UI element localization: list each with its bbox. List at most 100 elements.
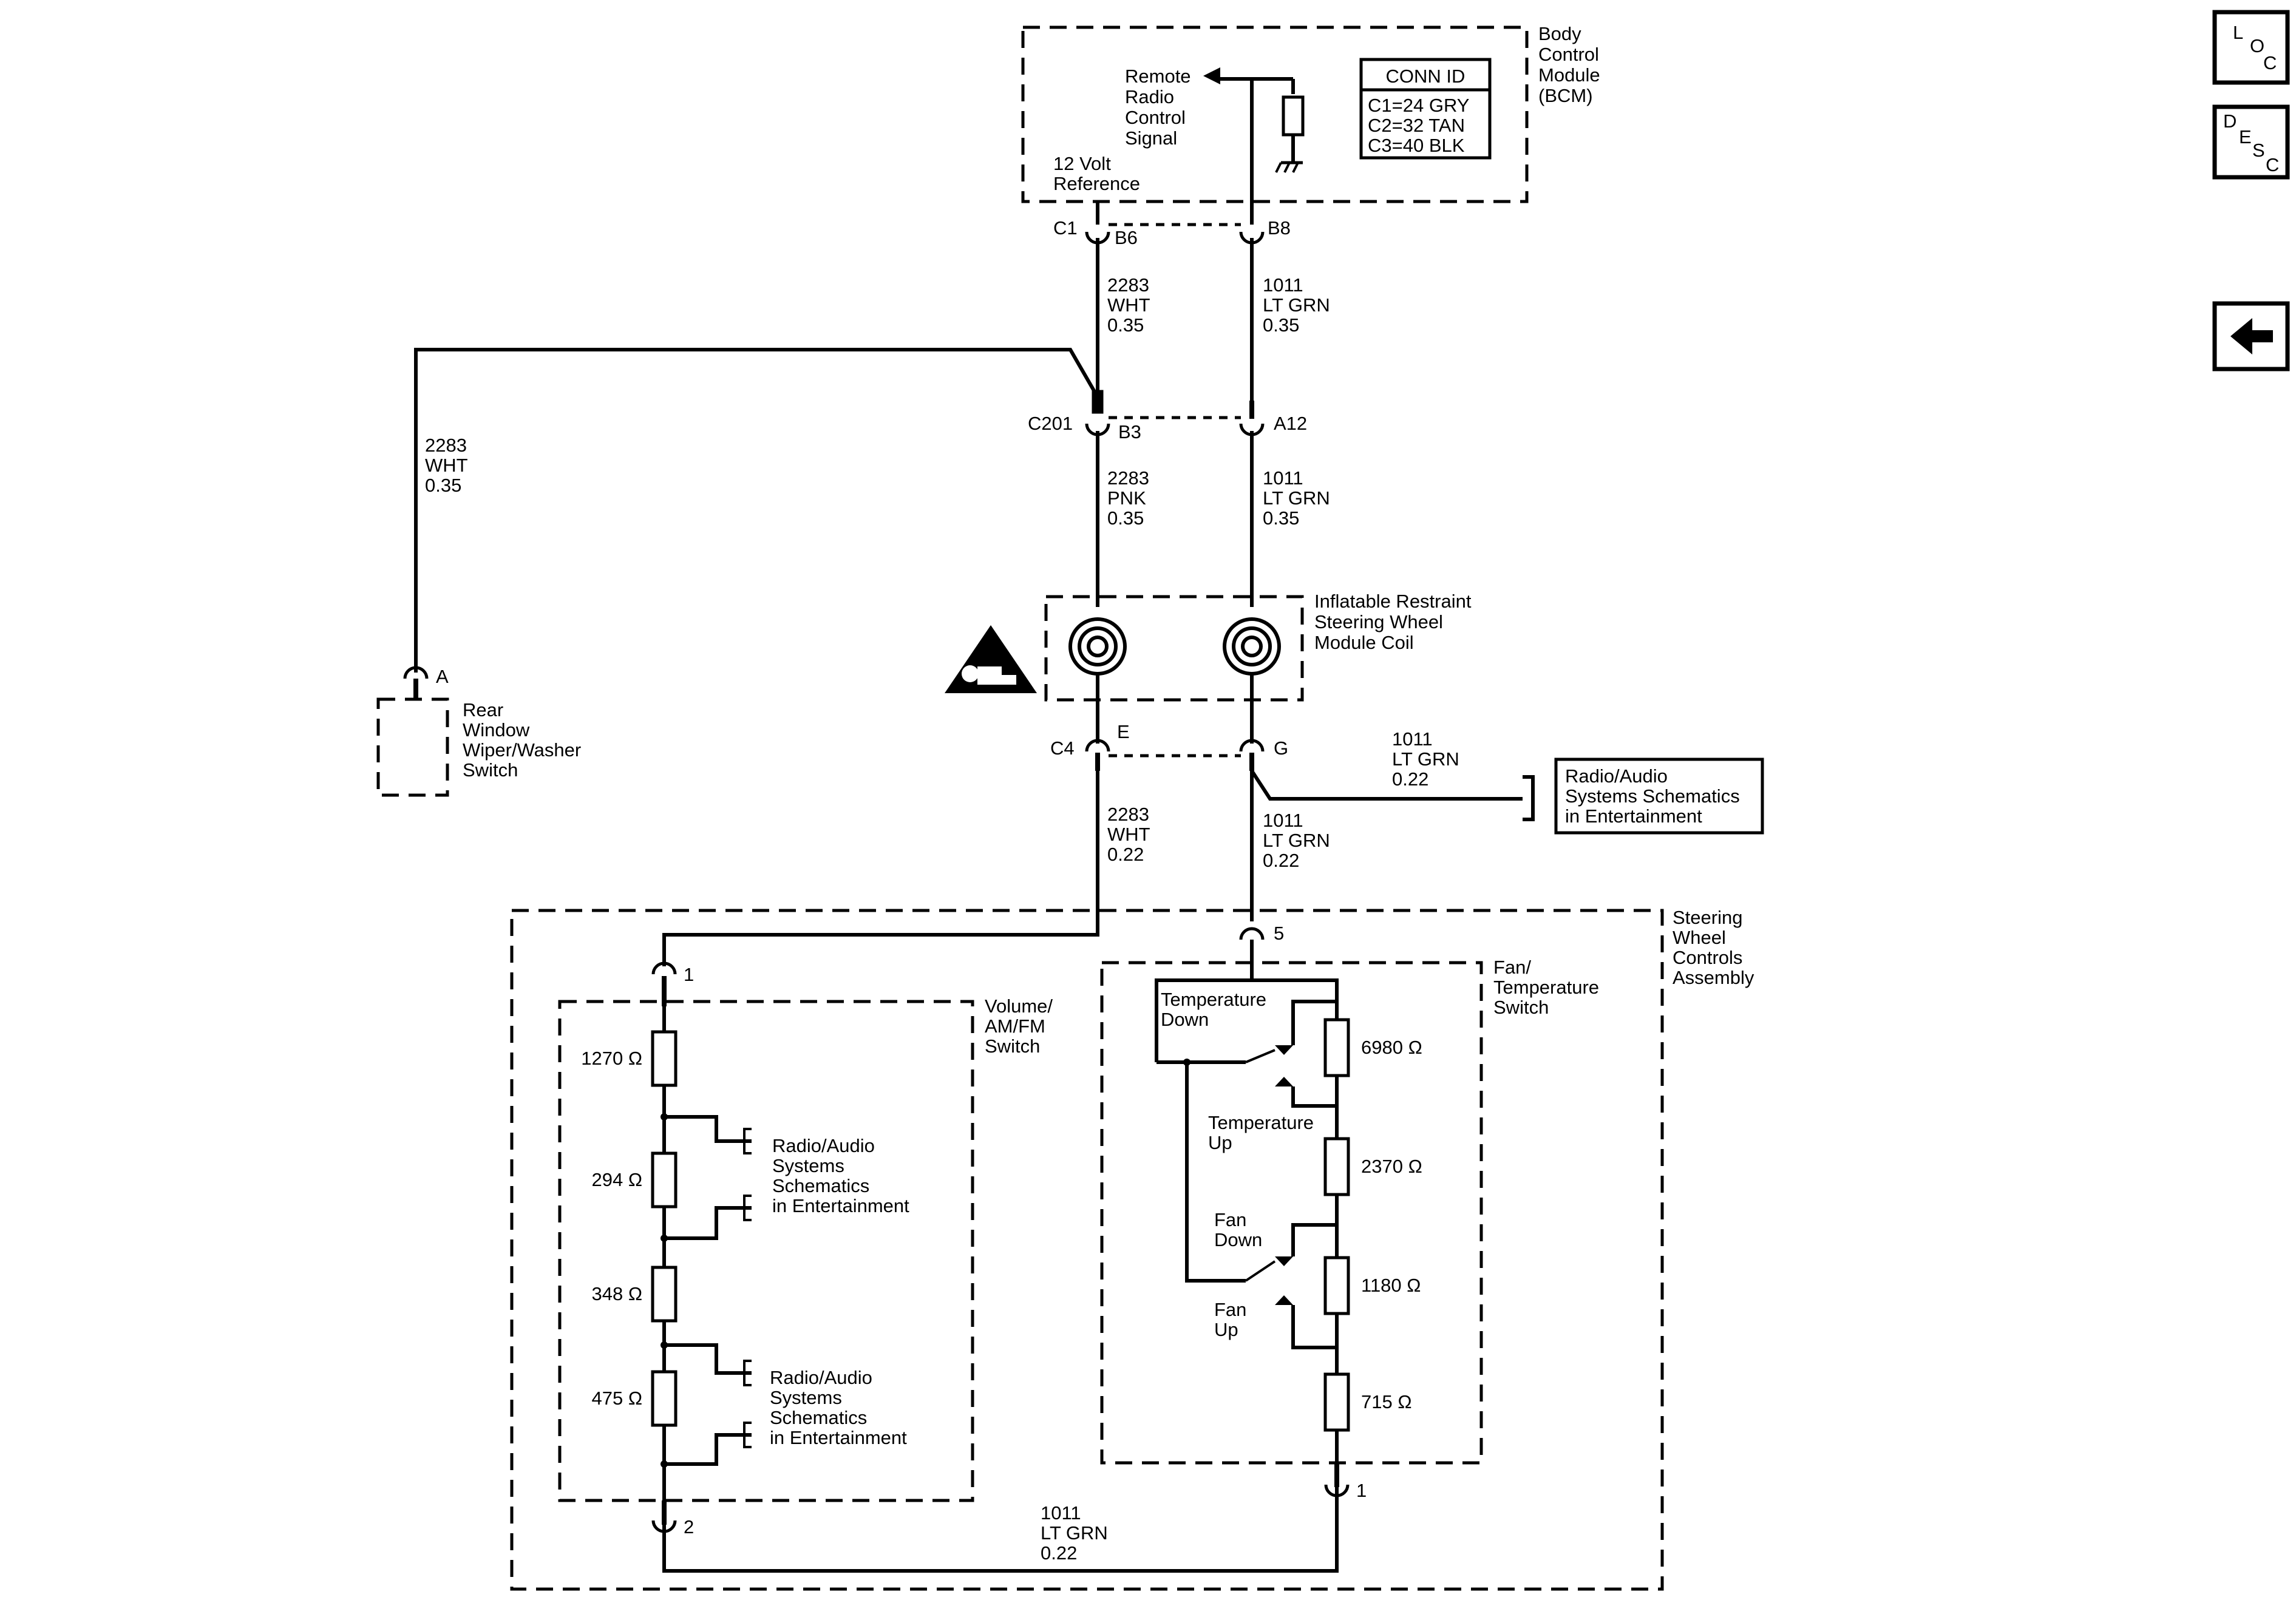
wire-label-c4-right: 1011 LT GRN 0.22 [1263, 810, 1330, 871]
diagram-label: Radio/Audio [1565, 765, 1668, 787]
diagram-label: Radio/Audio [772, 1135, 875, 1156]
bcm-reference-label: Reference [1053, 173, 1140, 194]
diagram-label: D [2223, 110, 2237, 132]
ground-icon [1275, 161, 1303, 173]
loc-button[interactable]: L O C [2212, 10, 2290, 85]
diagram-label: Wiper/Washer [463, 739, 581, 761]
resistor-value: 1270 Ω [581, 1048, 642, 1069]
diagram-label: 0.35 [1263, 507, 1299, 529]
diagram-label: LT GRN [1041, 1522, 1108, 1544]
switch-contact-icon [1275, 1295, 1293, 1305]
signal-arrow-icon [1203, 67, 1220, 84]
steering-wheel-coil: Inflatable Restraint Steering Wheel Modu… [1044, 591, 1472, 702]
diagram-label: 1011 [1263, 274, 1303, 296]
resistor [1323, 1256, 1350, 1315]
wire-label-bottom: 1011 LT GRN 0.22 [1041, 1502, 1108, 1564]
switch-contact-icon [1275, 1077, 1293, 1086]
diagram-label: Assembly [1673, 967, 1754, 988]
bcm-name-line: Body [1538, 23, 1581, 44]
resistor [651, 1151, 678, 1209]
resistor [651, 1030, 678, 1087]
diagram-label: Temperature [1208, 1112, 1314, 1133]
diagram-label: 0.22 [1041, 1542, 1077, 1564]
diagram-label: 2283 [1107, 804, 1149, 825]
diagram-label: 0.35 [1107, 507, 1144, 529]
diagram-label: Fan [1214, 1209, 1246, 1230]
resistor-value: 475 Ω [591, 1388, 642, 1409]
clockspring-icon [1223, 617, 1281, 676]
connector-pin: 1 [1356, 1480, 1367, 1501]
diagram-label: S [2252, 140, 2265, 161]
diagram-label: Down [1161, 1009, 1209, 1030]
diagram-label: 1011 [1392, 728, 1433, 750]
connector-pin: E [1117, 721, 1130, 742]
radio-schematics-ref-2[interactable]: Radio/Audio Systems Schematics in Entert… [770, 1367, 907, 1448]
clockspring-icon [1068, 617, 1127, 676]
connector-c201: C201 B3 A12 [1028, 401, 1307, 442]
connector-c4: C4 E G [1050, 721, 1288, 771]
coil-name-line: Steering Wheel [1314, 611, 1443, 632]
diagram-label: E [2239, 126, 2252, 147]
back-button[interactable] [2212, 301, 2290, 371]
diagram-label: 2283 [425, 435, 467, 456]
diagram-label: WHT [1107, 294, 1150, 316]
diagram-label: 0.22 [1107, 844, 1144, 865]
bcm-pullup-resistor [1282, 95, 1305, 137]
diagram-label: Systems [772, 1155, 844, 1176]
bcm-signal-label: Control [1125, 107, 1186, 128]
resistor-value: 6980 Ω [1361, 1037, 1422, 1058]
coil-name-line: Module Coil [1314, 632, 1414, 653]
diagram-label: Fan/ [1493, 957, 1531, 978]
connector-c1: C1 B6 B8 [1053, 217, 1291, 248]
diagram-label: Temperature [1161, 989, 1266, 1010]
connector-pin: 1 [684, 964, 694, 985]
conn-id-row: C1=24 GRY [1368, 95, 1469, 116]
diagram-label: Volume/ [985, 995, 1053, 1017]
diagram-label: in Entertainment [770, 1427, 907, 1448]
diagram-label: 1011 [1041, 1502, 1081, 1524]
diagram-label: 2283 [1107, 467, 1149, 489]
resistor [1323, 1018, 1350, 1077]
diagram-label: Fan [1214, 1299, 1246, 1320]
steering-wheel-controls-assembly: Steering Wheel Controls Assembly [510, 907, 1754, 1591]
diagram-label: L [2233, 22, 2243, 43]
resistor-value: 294 Ω [591, 1169, 642, 1190]
diagram-label: Systems Schematics [1565, 785, 1740, 807]
switch-contact-icon [1275, 1256, 1293, 1266]
resistor [651, 1370, 678, 1427]
connector-pin: 5 [1274, 923, 1284, 944]
wire-label-g-branch: 1011 LT GRN 0.22 [1392, 728, 1459, 790]
connector-pin: B3 [1118, 421, 1141, 442]
diagram-label: Schematics [770, 1407, 867, 1428]
desc-button[interactable]: D E S C [2212, 104, 2290, 180]
conn-id-row: C2=32 TAN [1368, 115, 1465, 136]
bcm-name-line: Control [1538, 44, 1599, 65]
bcm-signal-label: Signal [1125, 127, 1177, 149]
connector-pin: B6 [1115, 227, 1138, 248]
connector-label: C201 [1028, 413, 1073, 434]
wire-label-c201-right: 1011 LT GRN 0.35 [1263, 467, 1330, 529]
diagram-label: 0.22 [1392, 768, 1428, 790]
bcm-module: Body Control Module (BCM) Remote Radio C… [1021, 23, 1600, 225]
bcm-signal-label: Remote [1125, 66, 1191, 87]
connector-pin: G [1274, 737, 1288, 759]
conn-id-title: CONN ID [1386, 66, 1466, 87]
wire-label-bcm-left: 2283 WHT 0.35 [1107, 274, 1150, 336]
connector-label: C4 [1050, 737, 1075, 759]
wire-label-c201-left: 2283 PNK 0.35 [1107, 467, 1149, 529]
diagram-label: Controls [1673, 947, 1742, 968]
diagram-label: 0.22 [1263, 850, 1299, 871]
diagram-label: LT GRN [1263, 487, 1330, 509]
radio-schematics-ref-1[interactable]: Radio/Audio Systems Schematics in Entert… [772, 1135, 909, 1216]
diagram-label: WHT [1107, 824, 1150, 845]
diagram-label: Up [1214, 1319, 1238, 1340]
rear-wiper-switch: A Rear Window Wiper/Washer Switch [376, 666, 581, 797]
radio-schematics-ref-top[interactable]: Radio/Audio Systems Schematics in Entert… [1554, 758, 1764, 835]
resistor-value: 348 Ω [591, 1283, 642, 1304]
diagram-label: in Entertainment [772, 1195, 909, 1216]
volume-am-fm-switch: Volume/ AM/FM Switch 1270 Ω 294 Ω 348 Ω … [558, 995, 1053, 1530]
wire-label-rear-feed: 2283 WHT 0.35 [425, 435, 468, 496]
diagram-label: 2283 [1107, 274, 1149, 296]
airbag-warning-icon [945, 625, 1037, 693]
